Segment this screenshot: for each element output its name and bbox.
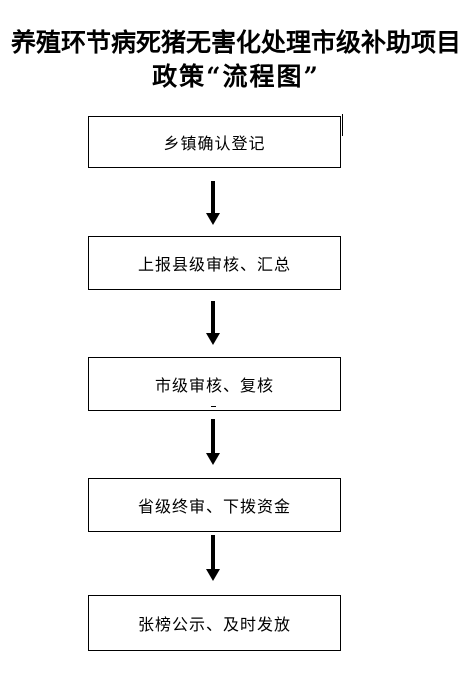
step-1-label: 乡镇确认登记 bbox=[163, 134, 266, 153]
step-2-box: 上报县级审核、汇总 bbox=[88, 236, 341, 290]
arrow-4-to-5 bbox=[206, 535, 220, 581]
step-2-label: 上报县级审核、汇总 bbox=[137, 255, 291, 274]
arrow-1-to-2 bbox=[206, 181, 220, 225]
diagram-title-line1: 养殖环节病死猪无害化处理市级补助项目 bbox=[10, 28, 461, 57]
arrow-3-to-4 bbox=[206, 419, 220, 465]
step-4-box: 省级终审、下拨资金 bbox=[88, 478, 341, 532]
step-1-box: 乡镇确认登记 bbox=[88, 116, 341, 168]
step-5-label: 张榜公示、及时发放 bbox=[137, 615, 291, 634]
step-5-box: 张榜公示、及时发放 bbox=[88, 595, 341, 651]
step-3-box: 市级审核、复核 bbox=[88, 357, 341, 411]
diagram-title-line2: 政策“流程图” bbox=[152, 62, 320, 91]
stray-mark bbox=[211, 406, 216, 407]
step-4-label: 省级终审、下拨资金 bbox=[137, 497, 291, 516]
box-edge-mark bbox=[342, 114, 343, 136]
step-3-label: 市级审核、复核 bbox=[154, 376, 274, 395]
arrow-2-to-3 bbox=[206, 301, 220, 345]
